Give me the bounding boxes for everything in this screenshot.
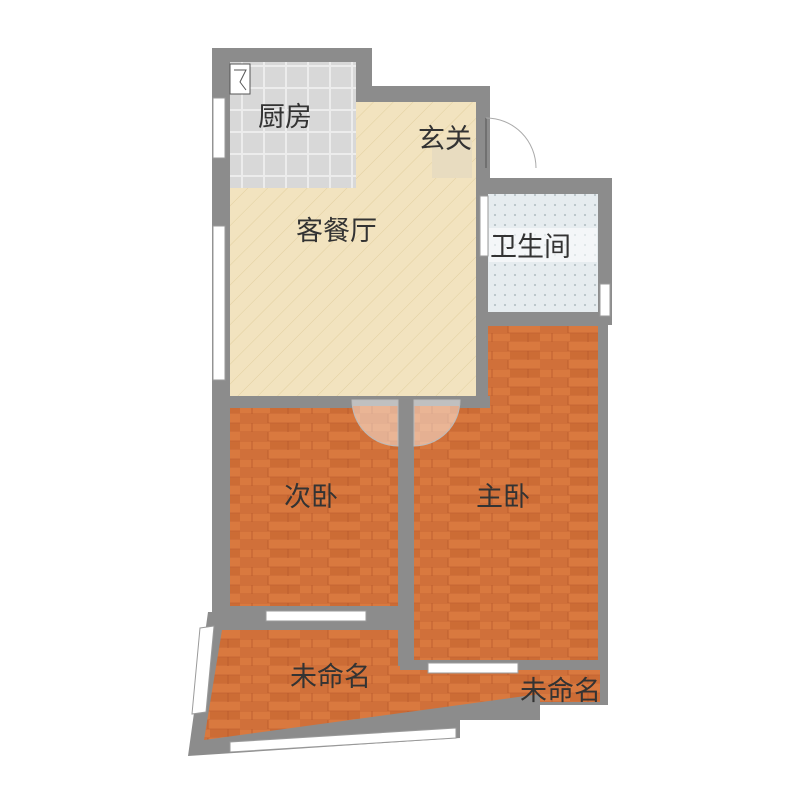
kitchen-floor [230,62,356,188]
bathroom-label: 卫生间 [490,232,571,263]
corner-room-label: 未命名 [520,676,601,707]
living-dining-floor [230,102,480,396]
master-bedroom-door[interactable] [413,399,461,447]
kitchen-label: 厨房 [258,102,312,133]
second-bedroom-door[interactable] [351,399,399,447]
corner-floor [540,666,600,702]
stove-icon [229,63,251,95]
balcony-label: 未命名 [290,662,371,693]
master-bedroom-label: 主卧 [476,482,530,513]
entrance-label: 玄关 [418,124,472,155]
second-bedroom-label: 次卧 [284,482,338,513]
living-dining-label: 客餐厅 [296,216,377,247]
second-bedroom-floor [230,406,400,606]
master-bedroom-floor [414,326,598,660]
entrance-door[interactable] [485,117,537,169]
windows [191,97,611,753]
balcony-floor [204,630,540,740]
entrance-floor [432,140,472,178]
